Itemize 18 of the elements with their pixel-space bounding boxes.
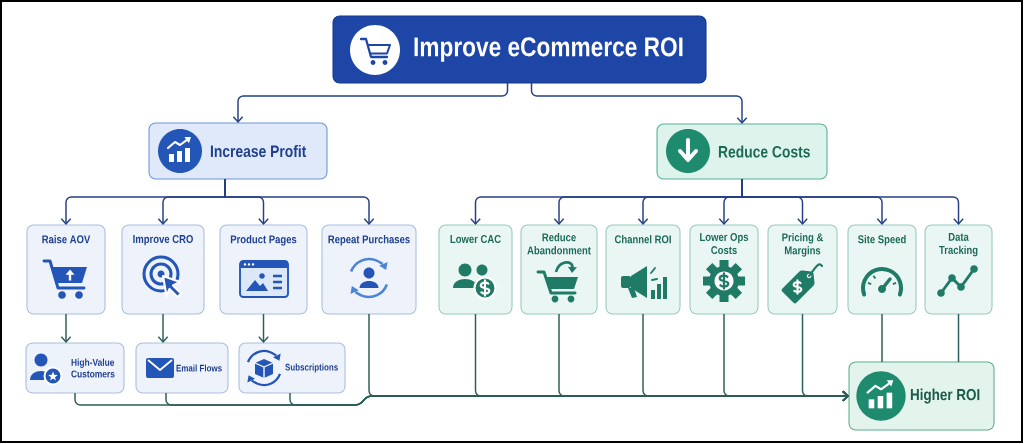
process-box: High-Value Customers xyxy=(25,342,125,394)
process-box: Subscriptions xyxy=(238,342,346,394)
card: Data Tracking xyxy=(924,224,993,315)
card: Repeat Purchases xyxy=(321,224,417,315)
arrow xyxy=(232,82,509,123)
arrow xyxy=(801,313,849,402)
card: Site Speed xyxy=(847,224,917,315)
connector xyxy=(881,313,883,363)
arrow xyxy=(157,313,169,343)
connector xyxy=(957,313,960,363)
card: Raise AOV xyxy=(26,224,106,315)
arrow xyxy=(224,178,375,225)
card: Improve CRO xyxy=(121,224,205,315)
arrow xyxy=(258,313,269,343)
title-box: Improve eCommerce ROI xyxy=(332,15,707,84)
card: Reduce Abandonment xyxy=(520,224,598,315)
arrow xyxy=(741,178,964,225)
arrow xyxy=(60,313,72,343)
